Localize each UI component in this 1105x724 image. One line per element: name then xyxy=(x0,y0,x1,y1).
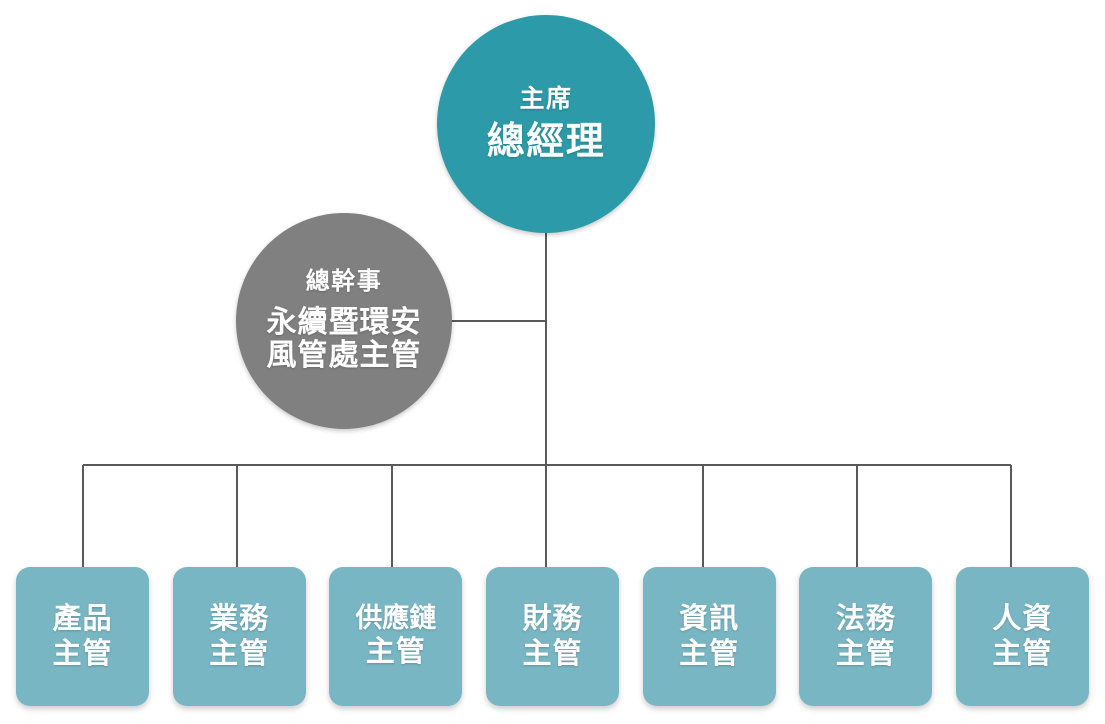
node-department-information-line-2: 主管 xyxy=(679,637,740,670)
node-department-finance-line-1: 財務 xyxy=(522,603,583,636)
node-chairman[interactable]: 主席 總經理 xyxy=(437,15,655,233)
node-department-product-line-2: 主管 xyxy=(52,637,113,670)
node-department-legal[interactable]: 法務 主管 xyxy=(799,567,933,706)
node-department-product[interactable]: 產品 主管 xyxy=(16,567,149,706)
node-department-supply-chain-line-1: 供應鏈 xyxy=(355,603,437,634)
node-secretary-title: 總幹事 xyxy=(305,267,383,295)
node-department-sales-line-2: 主管 xyxy=(209,637,270,670)
node-secretary-general[interactable]: 總幹事 永續暨環安 風管處主管 xyxy=(236,213,452,429)
department-row: 產品 主管 業務 主管 供應鏈 主管 財務 主管 資訊 主管 法務 主管 人資 … xyxy=(16,567,1089,706)
node-department-human-resources-line-2: 主管 xyxy=(992,637,1053,670)
node-department-sales-line-1: 業務 xyxy=(209,603,270,636)
node-department-information[interactable]: 資訊 主管 xyxy=(642,567,776,706)
node-department-supply-chain[interactable]: 供應鏈 主管 xyxy=(329,567,463,706)
node-department-supply-chain-line-2: 主管 xyxy=(365,636,426,669)
node-department-sales[interactable]: 業務 主管 xyxy=(172,567,306,706)
node-department-legal-line-2: 主管 xyxy=(835,637,896,670)
node-department-human-resources[interactable]: 人資 主管 xyxy=(955,567,1089,706)
node-department-information-line-1: 資訊 xyxy=(679,603,740,636)
node-department-human-resources-line-1: 人資 xyxy=(992,603,1053,636)
node-department-legal-line-1: 法務 xyxy=(835,603,896,636)
node-department-product-line-1: 產品 xyxy=(52,603,113,636)
node-department-finance[interactable]: 財務 主管 xyxy=(485,567,619,706)
node-chairman-subtitle: 總經理 xyxy=(486,120,606,163)
node-secretary-subtitle-line-2: 風管處主管 xyxy=(266,339,422,373)
node-chairman-title: 主席 xyxy=(519,84,573,113)
node-department-finance-line-2: 主管 xyxy=(522,637,583,670)
node-secretary-subtitle-line-1: 永續暨環安 xyxy=(266,305,422,339)
